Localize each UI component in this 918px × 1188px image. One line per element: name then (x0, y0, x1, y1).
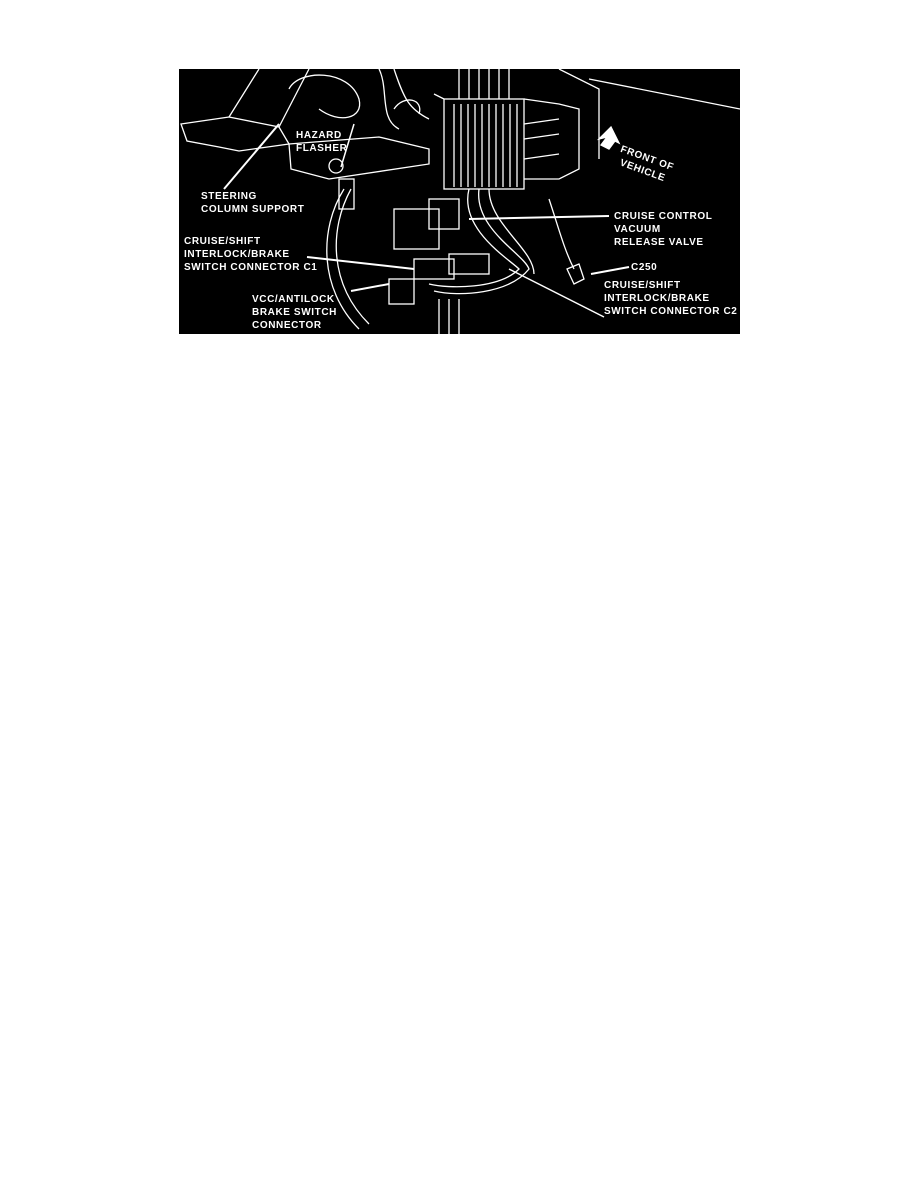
label-hazard-flasher: HAZARD FLASHER (296, 129, 347, 155)
label-line: CRUISE/SHIFT (604, 280, 681, 291)
module-block (443, 98, 525, 190)
label-c250: C250 (631, 261, 657, 274)
leader-c250 (590, 266, 630, 275)
label-vcc-antilock: VCC/ANTILOCK BRAKE SWITCH CONNECTOR (252, 293, 337, 332)
label-line: RELEASE VALVE (614, 237, 704, 248)
leader-c2 (508, 268, 605, 318)
label-line: VACUUM (614, 224, 661, 235)
label-line: COLUMN SUPPORT (201, 204, 305, 215)
label-line: C250 (631, 262, 658, 273)
flasher-bracket (288, 136, 430, 180)
leader-valve (468, 215, 610, 220)
label-line: INTERLOCK/BRAKE (604, 293, 710, 304)
label-line: SWITCH CONNECTOR C1 (184, 262, 318, 273)
label-line: CONNECTOR (252, 320, 322, 331)
steering-support-bracket (180, 116, 291, 152)
label-cruise-control-valve: CRUISE CONTROL VACUUM RELEASE VALVE (614, 210, 712, 249)
leader-steering (223, 123, 280, 190)
label-line: BRAKE SWITCH (252, 307, 337, 318)
label-line: CRUISE CONTROL (614, 211, 713, 222)
wiring-diagram-figure: HAZARD FLASHER STEERING COLUMN SUPPORT C… (179, 69, 740, 334)
label-steering-column-support: STEERING COLUMN SUPPORT (201, 190, 304, 216)
label-line: SWITCH CONNECTOR C2 (604, 306, 738, 317)
label-line: CRUISE/SHIFT (184, 236, 261, 247)
label-connector-c1: CRUISE/SHIFT INTERLOCK/BRAKE SWITCH CONN… (184, 235, 317, 274)
label-line: INTERLOCK/BRAKE (184, 249, 290, 260)
line-art (180, 69, 740, 334)
label-line: STEERING (201, 191, 257, 202)
front-arrow (596, 125, 621, 150)
label-line: VCC/ANTILOCK (252, 294, 335, 305)
label-line: FLASHER (296, 143, 348, 154)
leader-vcc (350, 283, 390, 292)
label-line: HAZARD (296, 130, 342, 141)
leader-c1 (306, 256, 415, 270)
label-connector-c2: CRUISE/SHIFT INTERLOCK/BRAKE SWITCH CONN… (604, 279, 737, 318)
